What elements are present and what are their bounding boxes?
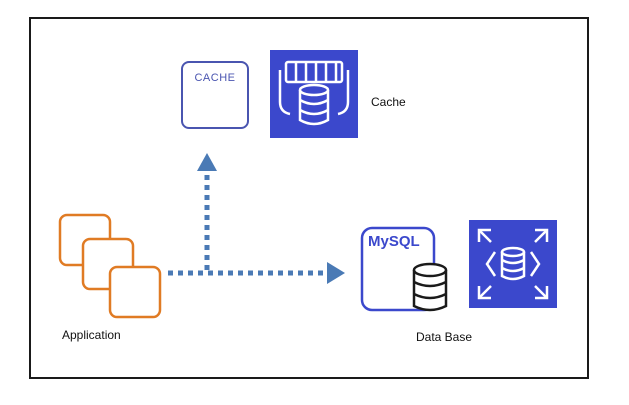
database-label: Data Base <box>416 330 473 344</box>
cache-badge-text: CACHE <box>194 72 236 84</box>
cache-label: Cache <box>371 95 406 109</box>
cache-badge: CACHE <box>181 61 249 129</box>
arrowhead-up <box>197 153 217 171</box>
stacked-instances-icon <box>58 213 162 319</box>
mysql-badge-text: MySQL <box>368 233 420 250</box>
arrowhead-right <box>327 262 345 284</box>
application-label: Application <box>62 328 121 342</box>
rds-database-icon <box>469 220 557 308</box>
mysql-badge <box>360 226 448 312</box>
elasticache-icon <box>270 50 358 138</box>
